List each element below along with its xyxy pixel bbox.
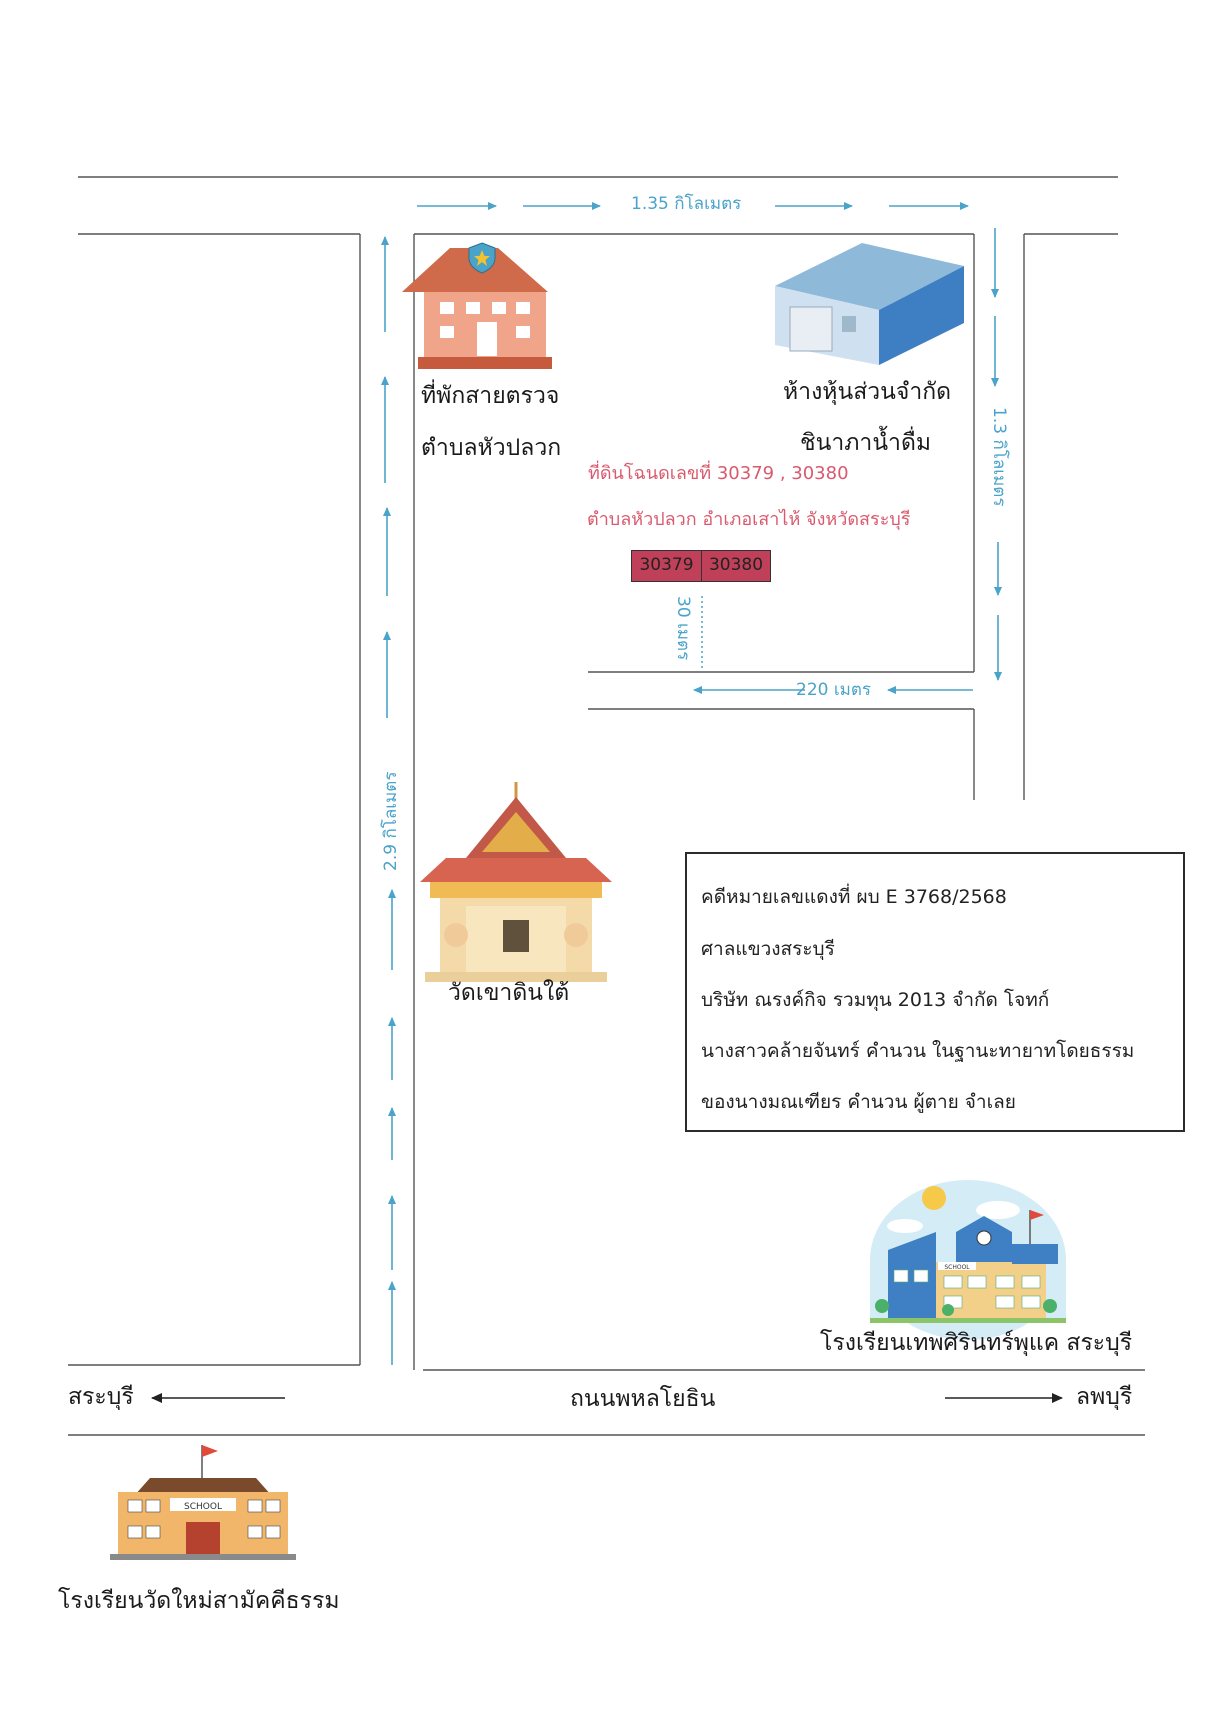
plot-deed-label: ที่ดินโฉนดเลขที่ 30379 , 30380 bbox=[588, 463, 849, 484]
distance-left-label: 2.9 กิโลเมตร bbox=[381, 771, 401, 871]
court-name-line: ศาลแขวงสระบุรี bbox=[701, 938, 835, 960]
destination-right-label: ลพบุรี bbox=[1076, 1384, 1133, 1410]
destination-left-label: สระบุรี bbox=[68, 1384, 134, 1410]
temple-label: วัดเขาดินใต้ bbox=[448, 980, 570, 1006]
road-name-label: ถนนพหลโยธิน bbox=[570, 1386, 716, 1412]
factory-name-line1: ห้างหุ้นส่วนจำกัด bbox=[783, 379, 952, 405]
school-sign-right: SCHOOL bbox=[944, 1264, 970, 1271]
case-number-line: คดีหมายเลขแดงที่ ผบ E 3768/2568 bbox=[701, 886, 1007, 908]
plaintiff-line: บริษัท ณรงค์กิจ รวมทุน 2013 จำกัด โจทก์ bbox=[701, 989, 1050, 1011]
route-arrows bbox=[381, 202, 1002, 1365]
plot-offset-label: 30 เมตร bbox=[673, 596, 693, 661]
police-station-icon bbox=[402, 242, 552, 369]
deed-plot-30380: 30380 bbox=[701, 550, 771, 582]
school-right-icon: SCHOOL bbox=[870, 1180, 1066, 1340]
plot-location-label: ตำบลหัวปลวก อำเภอเสาไห้ จังหวัดสระบุรี bbox=[587, 509, 911, 530]
defendant-detail-line: ของนางมณเฑียร คำนวน ผู้ตาย จำเลย bbox=[701, 1091, 1016, 1113]
temple-icon bbox=[420, 782, 612, 982]
school-sign-bottom: SCHOOL bbox=[184, 1502, 222, 1512]
distance-right-label: 1.3 กิโลเมตร bbox=[989, 407, 1009, 507]
distance-top-label: 1.35 กิโลเมตร bbox=[631, 194, 742, 214]
factory-name-line2: ชินาภาน้ำดื่ม bbox=[800, 430, 932, 456]
factory-warehouse-icon bbox=[775, 243, 964, 365]
defendant-line: นางสาวคล้ายจันทร์ คำนวน ในฐานะทายาทโดยธร… bbox=[701, 1040, 1135, 1062]
school-right-label: โรงเรียนเทพศิรินทร์พุแค สระบุรี bbox=[820, 1330, 1133, 1356]
school-bottom-icon: SCHOOL bbox=[110, 1445, 296, 1560]
case-info-box: คดีหมายเลขแดงที่ ผบ E 3768/2568 ศาลแขวงส… bbox=[685, 852, 1185, 1132]
school-bottom-label: โรงเรียนวัดใหม่สามัคคีธรรม bbox=[58, 1588, 340, 1614]
distance-bottom-label: 220 เมตร bbox=[796, 680, 872, 700]
deed-plot-30379: 30379 bbox=[631, 550, 702, 582]
road-lines bbox=[68, 176, 1145, 1436]
police-station-label: ที่พักสายตรวจ bbox=[421, 383, 560, 409]
police-subdistrict-label: ตำบลหัวปลวก bbox=[421, 435, 562, 461]
